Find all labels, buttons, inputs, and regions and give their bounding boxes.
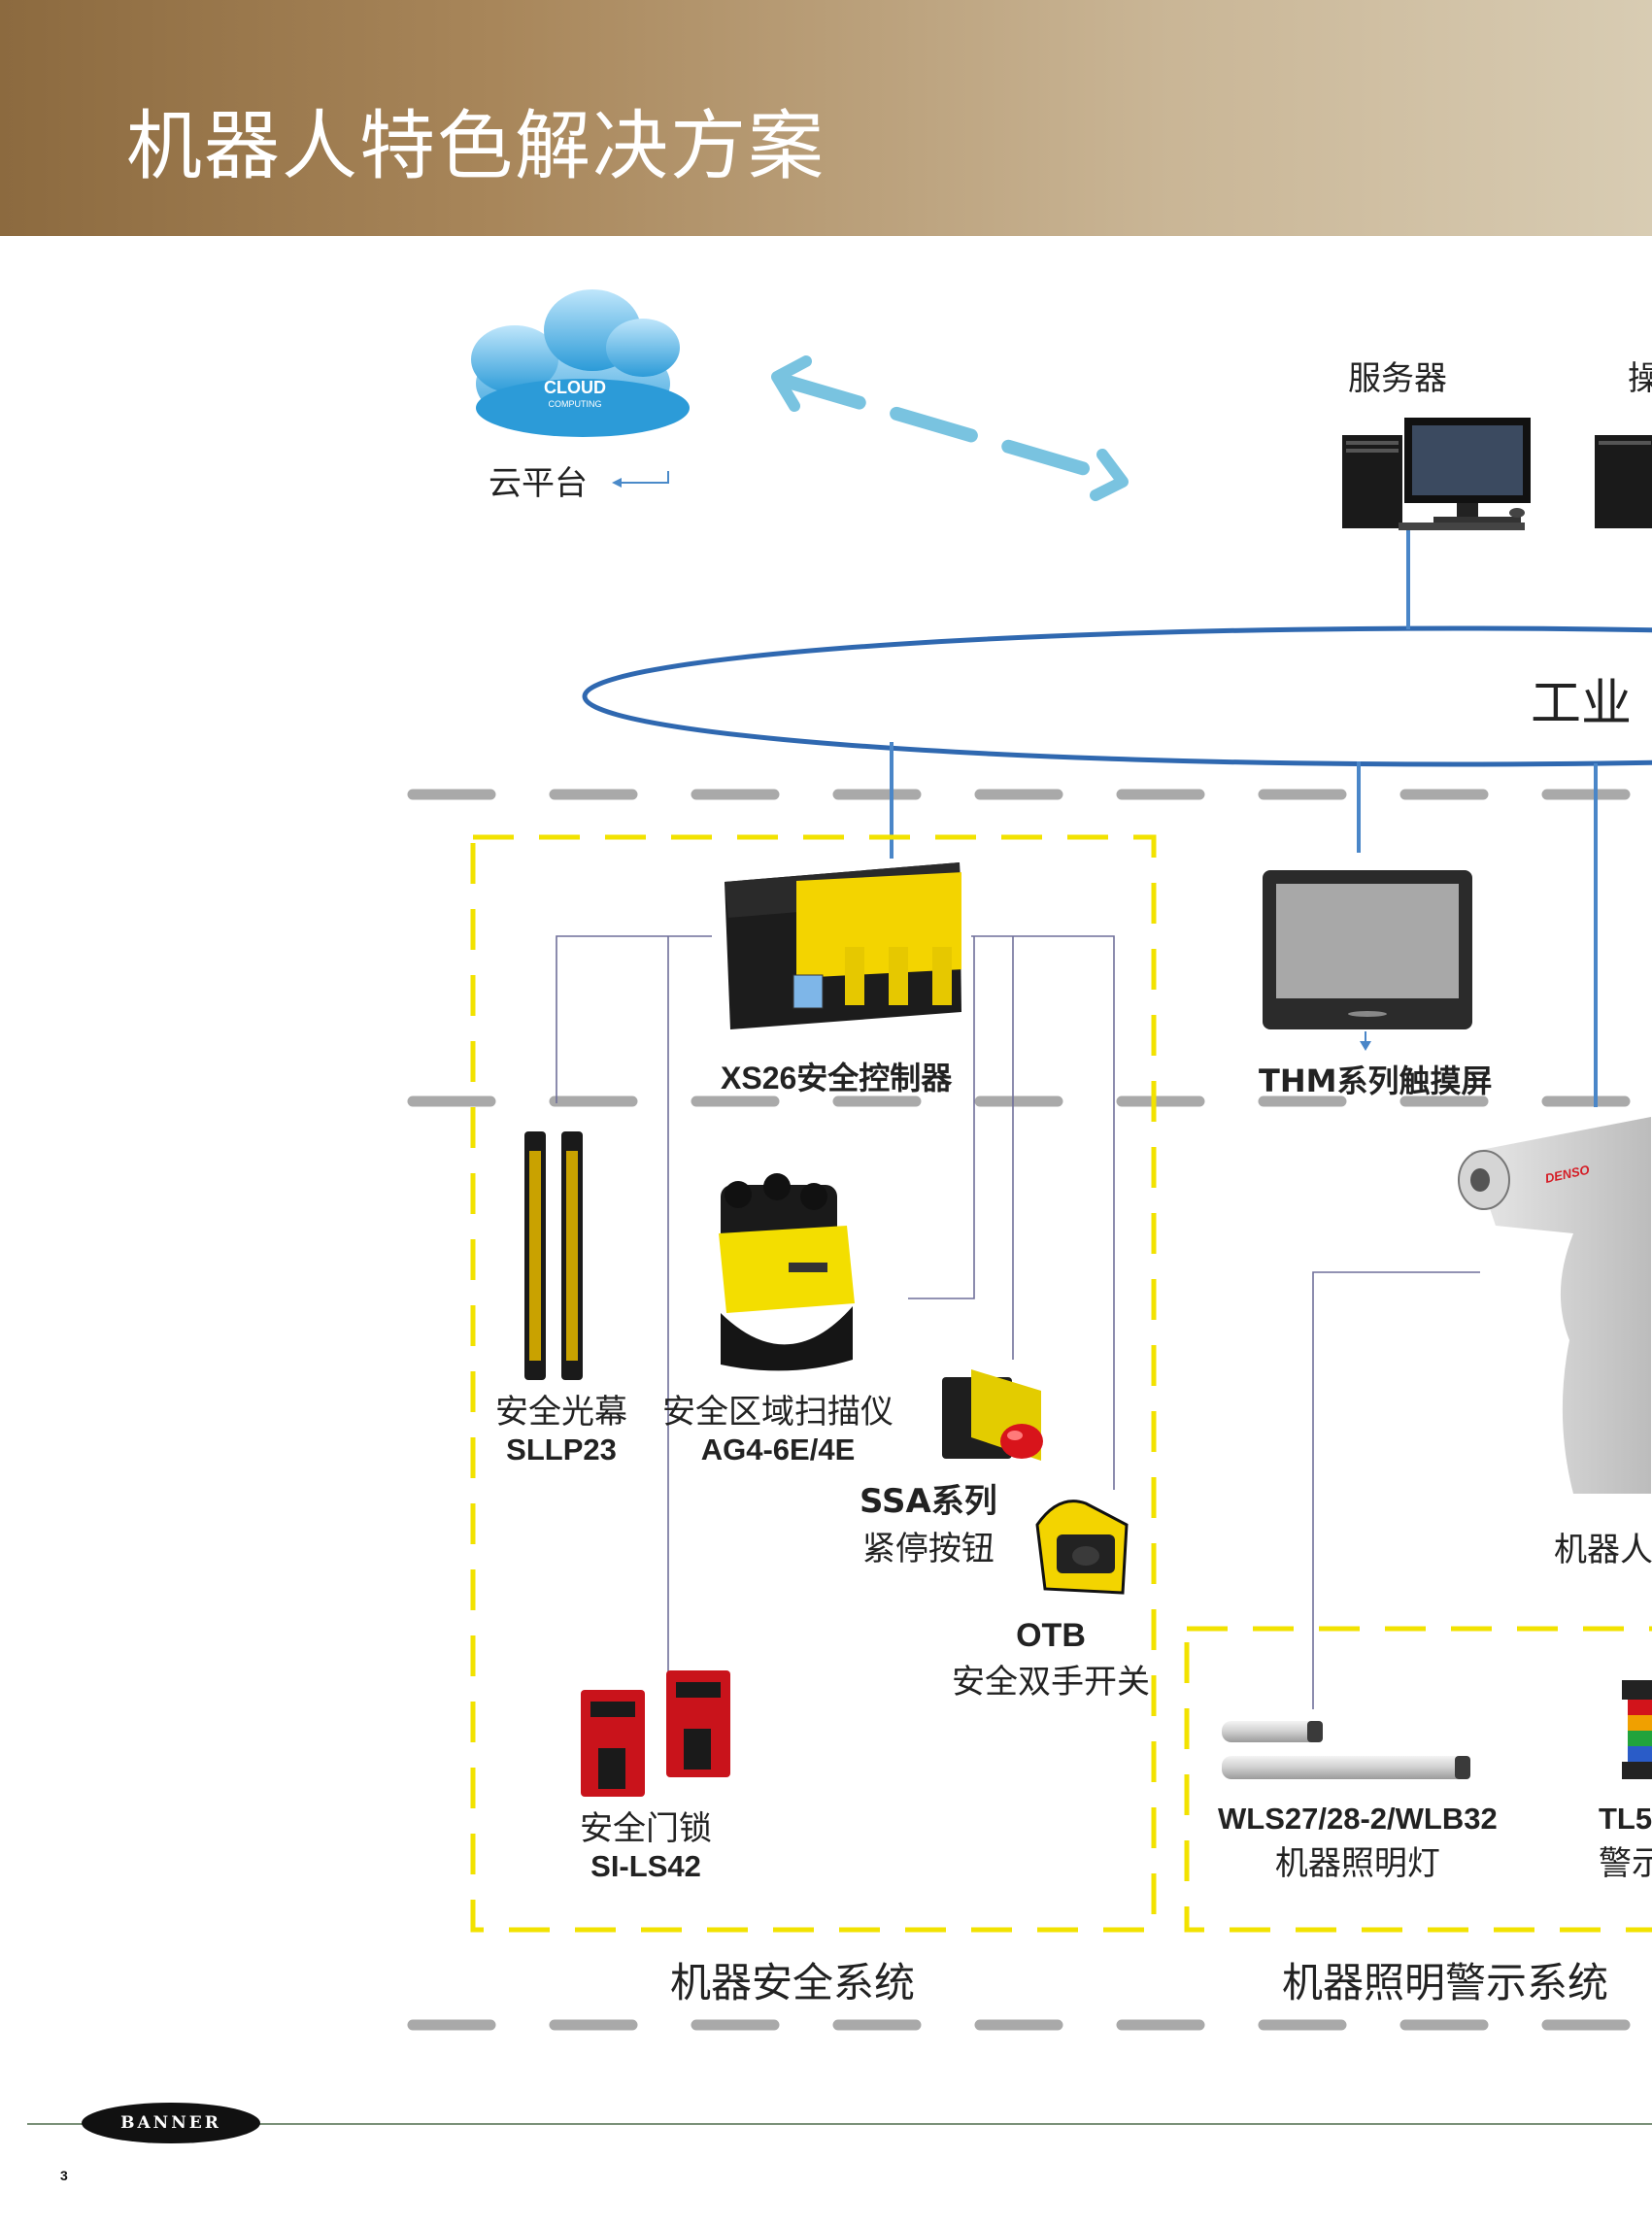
banner-logo: BANNER xyxy=(82,2103,260,2143)
cloud-platform-label: 云平台 xyxy=(489,464,588,503)
server-label: 服务器 xyxy=(1348,359,1447,398)
safety-door-lock-image xyxy=(581,1670,730,1797)
area-scanner-model: AG4-6E/4E xyxy=(700,1433,856,1466)
tower-light-image xyxy=(1622,1680,1652,1779)
light-curtain-image xyxy=(524,1131,583,1380)
lighting-system-title: 机器照明警示系统 xyxy=(1282,1959,1609,2006)
light-curtain-model: SLLP23 xyxy=(506,1433,617,1466)
light-curtain-name: 安全光幕 xyxy=(495,1393,627,1432)
estop-label: SSA系列 紧停按钮 xyxy=(860,1474,997,1569)
cloud-server-link-arrow xyxy=(771,355,1129,501)
otb-model: OTB xyxy=(1016,1617,1086,1654)
estop-name: 紧停按钮 xyxy=(861,1530,995,1568)
safety-system-box xyxy=(470,834,1157,1933)
cloud-icon: CLOUD COMPUTING xyxy=(471,289,690,437)
door-lock-name: 安全门锁 xyxy=(580,1809,712,1848)
area-scanner-name: 安全区域扫描仪 xyxy=(662,1393,893,1432)
otb-name: 安全双手开关 xyxy=(952,1663,1150,1702)
estop-button-image xyxy=(942,1369,1043,1461)
door-lock-model: SI-LS42 xyxy=(590,1849,701,1883)
estop-series: SSA系列 xyxy=(860,1482,997,1521)
thm-touchscreen-label: THM系列触摸屏 xyxy=(1259,1062,1493,1099)
robot-arm-image: DENSO xyxy=(1458,1117,1651,1494)
door-lock-label: 安全门锁 SI-LS42 xyxy=(580,1802,712,1884)
page-title: 机器人特色解决方案 xyxy=(126,103,826,190)
two-hand-switch-image xyxy=(1035,1500,1129,1595)
section-separator-lines xyxy=(407,789,1652,2031)
tower-light-label: TL5 警示 xyxy=(1599,1802,1652,1884)
otb-label: OTB 安全双手开关 xyxy=(952,1617,1150,1702)
machine-light-image xyxy=(1222,1721,1470,1779)
area-scanner-label: 安全区域扫描仪 AG4-6E/4E xyxy=(662,1385,893,1467)
cloud-logo-text: CLOUD xyxy=(544,378,606,397)
tower-light-name: 警示 xyxy=(1599,1844,1652,1883)
xs26-controller-text: XS26安全控制器 xyxy=(721,1061,953,1096)
machine-light-name: 机器照明灯 xyxy=(1274,1844,1440,1883)
xs26-controller-image xyxy=(725,862,961,1029)
cloud-logo-subtext: COMPUTING xyxy=(549,399,602,409)
machine-light-label: WLS27/28-2/WLB32 机器照明灯 xyxy=(1218,1802,1498,1884)
safety-system-title: 机器安全系统 xyxy=(670,1959,916,2006)
area-scanner-image xyxy=(719,1173,855,1371)
machine-light-model: WLS27/28-2/WLB32 xyxy=(1218,1802,1498,1836)
header-banner: 机器人特色解决方案 xyxy=(0,0,1652,236)
server-computer-icon xyxy=(1342,418,1531,530)
workstation-label-partial: 操 xyxy=(1628,359,1652,398)
thm-touchscreen-image xyxy=(1263,870,1472,1051)
robot-label: 机器人 xyxy=(1554,1531,1652,1569)
tower-light-model: TL5 xyxy=(1599,1802,1652,1836)
industrial-network-label: 工业 xyxy=(1531,675,1633,733)
xs26-controller-label: XS26安全控制器 xyxy=(721,1054,952,1098)
lighting-system-box xyxy=(1184,1626,1652,1933)
workstation-computer-icon xyxy=(1595,435,1652,528)
controller-wiring-lines xyxy=(556,935,1480,1709)
industrial-network-ring xyxy=(582,530,1652,767)
page-number: 3 xyxy=(60,2168,68,2183)
light-curtain-label: 安全光幕 SLLP23 xyxy=(495,1385,627,1467)
small-left-arrow-icon xyxy=(612,471,669,488)
